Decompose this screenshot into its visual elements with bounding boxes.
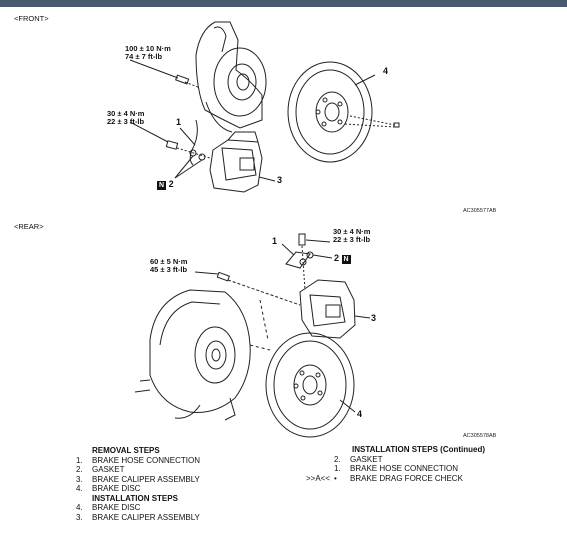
step-number: • — [334, 473, 337, 483]
list-item: 3. BRAKE CALIPER ASSEMBLY — [76, 475, 200, 485]
list-item: 1. BRAKE HOSE CONNECTION — [76, 456, 200, 466]
front-caliper — [209, 131, 276, 193]
step-text: BRAKE DISC — [92, 484, 141, 493]
step-number: 4. — [76, 484, 83, 493]
step-number: 2. — [334, 454, 341, 464]
step-number: 4. — [76, 503, 83, 512]
list-item: 2. GASKET — [294, 455, 485, 465]
rear-backing-plate — [134, 289, 251, 421]
rear-callout-3: 3 — [371, 313, 377, 323]
rear-caliper — [299, 279, 371, 339]
rear-hose-and-gasket — [281, 233, 333, 291]
front-upper-torque: 100 ± 10 N·m 74 ± 7 ft-lb — [125, 45, 171, 61]
n-mark-icon: N — [157, 181, 167, 190]
step-text: BRAKE HOSE CONNECTION — [92, 455, 201, 465]
rear-callout-2: 2 N — [334, 253, 351, 264]
rear-left-bolt — [194, 271, 301, 306]
list-item: 4. BRAKE DISC — [76, 484, 200, 494]
step-text: BRAKE CALIPER ASSEMBLY — [92, 512, 200, 522]
step-text: GASKET — [92, 465, 125, 474]
step-text: BRAKE HOSE CONNECTION — [350, 464, 459, 473]
step-prefix — [294, 455, 334, 465]
step-prefix — [294, 464, 334, 474]
list-item: >>A<< • BRAKE DRAG FORCE CHECK — [294, 474, 485, 484]
torque-nm: 30 ± 4 N·m — [333, 227, 371, 236]
installation-continued-title: INSTALLATION STEPS (Continued) — [352, 445, 486, 454]
front-brake-disc — [287, 61, 400, 163]
removal-steps-title: REMOVAL STEPS — [92, 446, 160, 455]
rear-figure-code: AC305578AB — [463, 433, 497, 439]
callout-number: 2 — [168, 179, 174, 189]
step-text: BRAKE DISC — [92, 503, 141, 512]
front-callout-3: 3 — [277, 175, 283, 185]
front-knuckle-drawing — [195, 21, 267, 133]
n-mark-icon: N — [341, 255, 351, 264]
torque-nm: 100 ± 10 N·m — [125, 44, 171, 53]
torque-nm: 60 ± 5 N·m — [150, 257, 188, 266]
list-item: 2. GASKET — [76, 465, 200, 475]
front-callout-4: 4 — [383, 66, 389, 76]
rear-brake-disc — [249, 299, 356, 438]
step-number: 1. — [76, 455, 83, 465]
front-callout-2: N 2 — [157, 179, 174, 190]
torque-ftlb: 45 ± 3 ft-lb — [150, 265, 188, 274]
step-number: 1. — [334, 464, 341, 473]
step-text: GASKET — [350, 454, 383, 464]
torque-nm: 30 ± 4 N·m — [107, 109, 145, 118]
front-hose-and-gasket — [129, 119, 211, 179]
installation-steps-continued: INSTALLATION STEPS (Continued) 2.GASKET … — [294, 445, 485, 483]
top-bar — [0, 0, 567, 7]
rear-lower-torque: 60 ± 5 N·m 45 ± 3 ft-lb — [150, 258, 187, 274]
front-upper-bolt — [129, 59, 201, 89]
list-item: 1. BRAKE HOSE CONNECTION — [294, 464, 485, 474]
callout-number: 2 — [334, 253, 340, 263]
rear-upper-torque: 30 ± 4 N·m 22 ± 3 ft-lb — [333, 228, 370, 244]
torque-ftlb: 22 ± 3 ft-lb — [333, 235, 371, 244]
front-lower-torque: 30 ± 4 N·m 22 ± 3 ft-lb — [107, 110, 144, 126]
step-number: 2. — [76, 465, 83, 474]
installation-steps-title: INSTALLATION STEPS — [92, 493, 178, 503]
step-prefix: >>A<< — [305, 473, 330, 483]
rear-callout-1: 1 — [272, 236, 278, 246]
step-number: 3. — [76, 512, 83, 522]
removal-steps: REMOVAL STEPS 1. BRAKE HOSE CONNECTION 2.… — [76, 446, 200, 522]
list-item: 4. BRAKE DISC — [76, 503, 200, 513]
torque-ftlb: 74 ± 7 ft-lb — [125, 52, 163, 61]
front-callout-1: 1 — [176, 117, 182, 127]
front-figure-code: AC305577AB — [463, 208, 497, 214]
rear-section-label: <REAR> — [14, 222, 44, 231]
step-number: 3. — [76, 474, 83, 484]
step-text: BRAKE CALIPER ASSEMBLY — [92, 474, 200, 484]
front-section-label: <FRONT> — [14, 14, 49, 23]
list-item: 3. BRAKE CALIPER ASSEMBLY — [76, 513, 200, 523]
torque-ftlb: 22 ± 3 ft-lb — [107, 117, 145, 126]
rear-callout-4: 4 — [357, 409, 363, 419]
step-text: BRAKE DRAG FORCE CHECK — [350, 473, 463, 483]
